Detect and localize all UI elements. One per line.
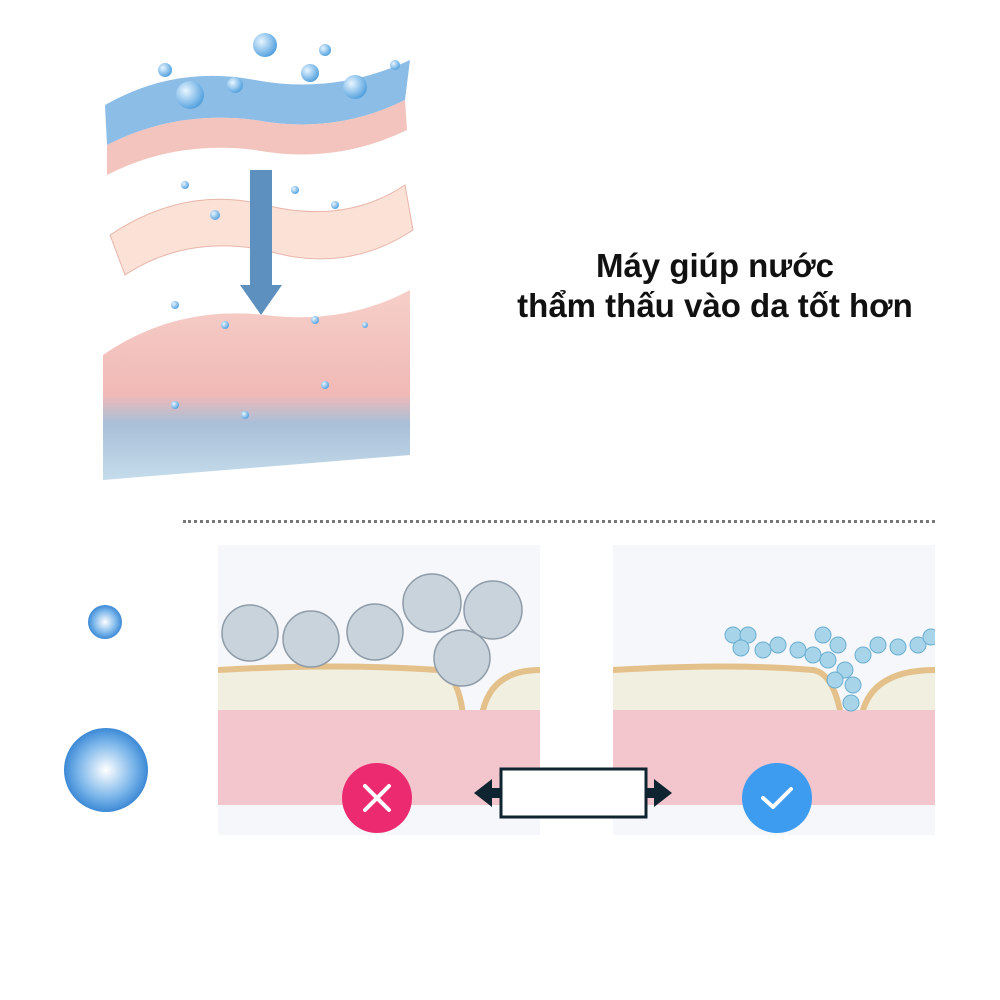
dotted-divider (183, 520, 935, 523)
x-mark-icon (342, 763, 412, 833)
headline-line-1: Máy giúp nước (595, 247, 835, 284)
small-molecules (724, 626, 935, 712)
water-layer (105, 60, 410, 145)
large-molecule-icon (64, 728, 148, 812)
left-arrow-icon (474, 779, 510, 807)
comparison-box (499, 767, 648, 819)
down-arrow-shaft (250, 170, 272, 290)
epidermis-layer (107, 100, 407, 175)
large-molecules (221, 573, 523, 687)
molecule-size-legend (64, 605, 148, 812)
comparison-arrows (474, 767, 672, 819)
down-arrow-icon (240, 285, 282, 315)
headline-line-2: thẩm thấu vào da tốt hơn (517, 287, 913, 324)
skin-layers-illustration (103, 33, 414, 480)
water-droplets (158, 33, 400, 419)
check-mark-icon (742, 763, 812, 833)
skin-block (103, 290, 410, 480)
right-arrow-icon (636, 779, 672, 807)
small-molecule-icon (88, 605, 122, 639)
headline: Máy giúp nước thẩm thấu vào da tốt hơn (480, 246, 950, 326)
